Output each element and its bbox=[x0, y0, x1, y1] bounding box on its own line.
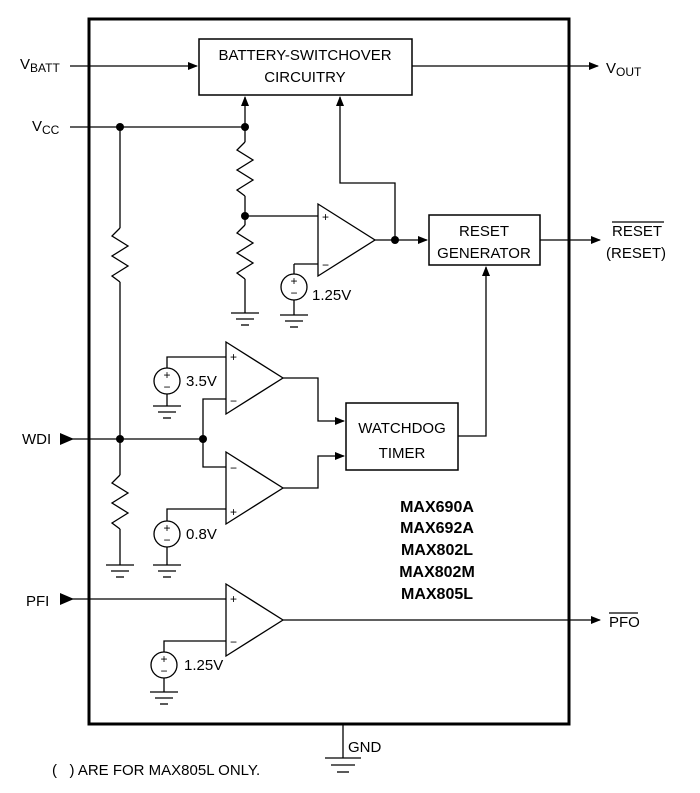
svg-text:MAX802L: MAX802L bbox=[401, 542, 473, 559]
pfo-pin-label: PFO bbox=[609, 614, 640, 631]
reset-pin-label: RESET bbox=[612, 223, 662, 240]
svg-text:−: − bbox=[163, 380, 170, 394]
pfi-pin-arrow bbox=[60, 593, 74, 605]
watchdog-to-reset-wire bbox=[458, 266, 490, 437]
junction-dot bbox=[116, 123, 124, 131]
pfi-comparator: + − bbox=[225, 582, 285, 658]
wdi-high-reference-label: 3.5V bbox=[186, 373, 217, 390]
junction-dot bbox=[199, 435, 207, 443]
svg-text:−: − bbox=[230, 394, 237, 408]
svg-text:MAX690A: MAX690A bbox=[400, 499, 474, 516]
reset-alt-pin-label: (RESET) bbox=[606, 245, 666, 262]
vcc-pin-label: VCC bbox=[32, 118, 60, 137]
svg-text:+: + bbox=[322, 210, 329, 224]
reset-generator-block: RESET GENERATOR bbox=[428, 214, 541, 266]
wdi-high-voltage-reference: + − bbox=[153, 367, 181, 395]
reset-comparator: + − bbox=[317, 202, 377, 278]
vcc-divider-lower-resistor bbox=[235, 224, 255, 280]
ground-icon bbox=[153, 564, 181, 578]
pfi-pin-label: PFI bbox=[26, 593, 49, 610]
pfi-voltage-reference: + − bbox=[150, 651, 178, 679]
svg-text:WATCHDOG: WATCHDOG bbox=[358, 420, 446, 437]
svg-text:+: + bbox=[230, 505, 237, 519]
ground-icon bbox=[325, 757, 361, 773]
wdi-pin-label: WDI bbox=[22, 431, 51, 448]
ground-icon bbox=[106, 564, 134, 578]
svg-text:−: − bbox=[290, 286, 297, 300]
reset-reference-label: 1.25V bbox=[312, 287, 351, 304]
wdi-pullup-resistor bbox=[110, 227, 130, 283]
wdi-high-comparator: + − bbox=[225, 340, 285, 416]
watchdog-timer-block: WATCHDOG TIMER bbox=[345, 402, 459, 471]
junction-dot bbox=[241, 123, 249, 131]
vcc-divider-upper-resistor bbox=[235, 141, 255, 197]
ground-icon bbox=[231, 312, 259, 326]
junction-dot bbox=[116, 435, 124, 443]
svg-text:−: − bbox=[163, 533, 170, 547]
svg-text:+: + bbox=[230, 592, 237, 606]
gnd-pin-label: GND bbox=[348, 739, 382, 756]
switchover-feedback-wire bbox=[336, 96, 396, 240]
chip-outline bbox=[87, 17, 571, 726]
svg-text:+: + bbox=[230, 350, 237, 364]
reset-voltage-reference: + − bbox=[280, 273, 308, 301]
pfi-reference-label: 1.25V bbox=[184, 657, 223, 674]
part-number-list: MAX690A MAX692A MAX802L MAX802M MAX805L bbox=[399, 499, 475, 603]
wdi-low-voltage-reference: + − bbox=[153, 520, 181, 548]
footnote: ( ) ARE FOR MAX805L ONLY. bbox=[52, 762, 260, 779]
wdi-low-comparator: − + bbox=[225, 450, 285, 526]
junction-dot bbox=[241, 212, 249, 220]
svg-text:+: + bbox=[163, 368, 170, 382]
vbatt-pin-label: VBATT bbox=[20, 56, 60, 75]
ground-icon bbox=[280, 314, 308, 328]
ground-icon bbox=[150, 691, 178, 705]
ground-icon bbox=[153, 405, 181, 419]
svg-text:GENERATOR: GENERATOR bbox=[437, 245, 531, 262]
svg-text:+: + bbox=[160, 652, 167, 666]
battery-switchover-block: BATTERY-SWITCHOVER CIRCUITRY bbox=[198, 38, 413, 96]
wdi-pulldown-resistor bbox=[110, 474, 130, 530]
svg-text:CIRCUITRY: CIRCUITRY bbox=[264, 69, 345, 86]
svg-text:MAX692A: MAX692A bbox=[400, 520, 474, 537]
svg-text:MAX802M: MAX802M bbox=[399, 564, 475, 581]
wdi-low-reference-label: 0.8V bbox=[186, 526, 217, 543]
junction-dot bbox=[391, 236, 399, 244]
svg-text:+: + bbox=[290, 274, 297, 288]
svg-text:−: − bbox=[230, 635, 237, 649]
svg-text:MAX805L: MAX805L bbox=[401, 586, 473, 603]
svg-text:TIMER: TIMER bbox=[379, 445, 426, 462]
svg-text:BATTERY-SWITCHOVER: BATTERY-SWITCHOVER bbox=[218, 47, 391, 64]
svg-text:−: − bbox=[230, 461, 237, 475]
svg-text:RESET: RESET bbox=[459, 223, 509, 240]
svg-text:−: − bbox=[322, 258, 329, 272]
wdi-pin-arrow bbox=[60, 433, 74, 445]
svg-text:+: + bbox=[163, 521, 170, 535]
svg-text:−: − bbox=[160, 664, 167, 678]
vout-pin-label: VOUT bbox=[606, 60, 642, 79]
